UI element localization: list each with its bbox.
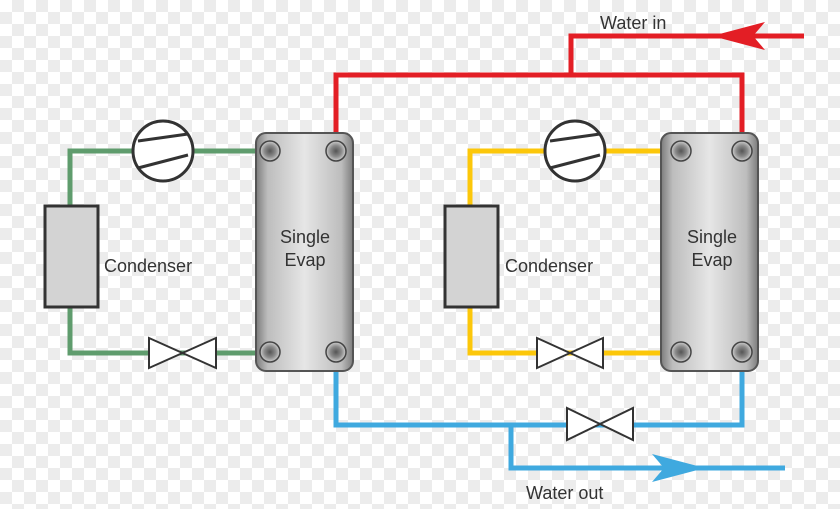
water-out-arrow-icon [652, 454, 705, 482]
water-out-main-line [333, 352, 745, 428]
port-left-top-right [325, 140, 347, 162]
evaporator-right: Single Evap [660, 132, 759, 372]
water-in-arrow-icon [712, 22, 765, 50]
compressor-left-icon [137, 132, 189, 170]
evaporator-left-body [255, 132, 354, 372]
port-left-bottom-left [259, 341, 281, 363]
valve-left-icon [148, 336, 217, 370]
port-right-top-right [731, 140, 753, 162]
valve-right-icon [536, 336, 604, 370]
compressor-right-icon [549, 132, 601, 170]
water-valve-icon [566, 406, 634, 442]
evaporator-right-label-line2: Evap [691, 250, 732, 270]
condenser-right [443, 204, 500, 309]
port-left-top-left [259, 140, 281, 162]
water-out-pipe [333, 352, 785, 482]
water-in-pipe [333, 22, 804, 150]
evaporator-right-body [660, 132, 759, 372]
expansion-valve-right [536, 336, 604, 370]
condenser-left [43, 204, 100, 309]
compressor-left [131, 119, 195, 183]
water-in-label: Water in [600, 13, 666, 33]
evaporator-left-label-line1: Single [280, 227, 330, 247]
port-right-bottom-right [731, 341, 753, 363]
port-right-bottom-left [670, 341, 692, 363]
condenser-left-label: Condenser [104, 256, 192, 276]
evaporator-right-label-line1: Single [687, 227, 737, 247]
water-valve [566, 406, 634, 442]
water-in-branch-line [571, 72, 745, 150]
compressor-right [543, 119, 607, 183]
evaporator-left-label-line2: Evap [284, 250, 325, 270]
water-out-label: Water out [526, 483, 603, 503]
port-right-top-left [670, 140, 692, 162]
expansion-valve-left [148, 336, 217, 370]
port-left-bottom-right [325, 341, 347, 363]
evaporator-left: Single Evap [255, 132, 354, 372]
condenser-right-label: Condenser [505, 256, 593, 276]
water-out-drop-line [508, 425, 785, 471]
